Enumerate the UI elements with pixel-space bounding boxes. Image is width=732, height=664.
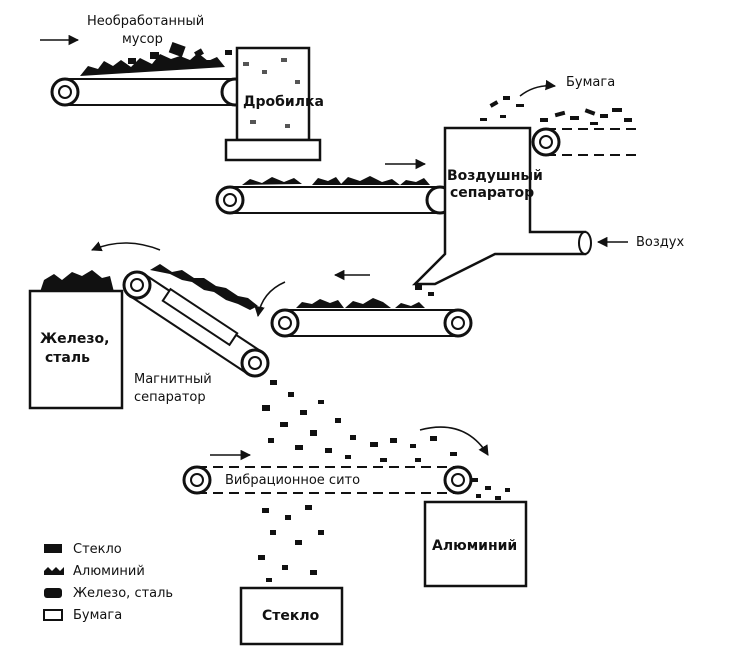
iron-steel-icon — [44, 588, 62, 598]
paper-conveyor — [531, 127, 640, 157]
legend-label: Стекло — [73, 542, 122, 557]
glass-bin — [239, 586, 344, 646]
air-separator — [411, 126, 592, 286]
legend-item: Бумага — [43, 608, 122, 623]
magnetic-separator-label-2: сепаратор — [134, 390, 206, 405]
magnetic-iron-pile — [150, 264, 258, 310]
paper-pile — [480, 96, 632, 125]
legend-item: Алюминий — [44, 564, 145, 579]
crusher — [224, 46, 322, 162]
air-separator-label-1: Воздушный — [447, 168, 543, 184]
aluminum-bin — [423, 500, 528, 588]
heavy-conveyor — [270, 308, 473, 338]
paper-icon — [43, 609, 63, 621]
vibrating-sieve-label: Вибрационное сито — [225, 473, 360, 488]
falling-particles — [262, 380, 457, 462]
iron-steel-bin — [28, 289, 124, 410]
air-separator-label-2: сепаратор — [450, 185, 534, 201]
aluminum-icon — [44, 567, 64, 575]
raw-waste-label-1: Необработанный — [87, 14, 204, 29]
crushed-conveyor — [215, 185, 455, 215]
paper-flow-arrow — [519, 79, 557, 97]
air-label: Воздух — [636, 235, 684, 250]
iron-bin-pile — [40, 270, 114, 292]
drop-arrow — [254, 281, 286, 318]
legend-item: Стекло — [44, 542, 122, 557]
glass-particles — [258, 505, 324, 582]
iron-bin-label-2: сталь — [45, 350, 90, 366]
input-conveyor — [50, 77, 250, 107]
glass-icon — [44, 544, 62, 553]
magnetic-separator — [122, 270, 270, 378]
legend-label: Бумага — [73, 608, 122, 623]
raw-waste-pile — [80, 41, 232, 76]
sieve-flow-arrow — [419, 426, 489, 456]
legend-label: Алюминий — [73, 564, 145, 579]
raw-waste-label-2: мусор — [122, 32, 163, 47]
magnetic-separator-label-1: Магнитный — [134, 372, 212, 387]
vibrating-sieve — [182, 465, 473, 495]
heavy-fraction-pile — [296, 285, 434, 308]
legend: Стекло Алюминий Железо, сталь Бумага — [43, 542, 173, 623]
crushed-waste-pile — [242, 176, 430, 185]
iron-bin-label-1: Железо, — [40, 331, 109, 347]
aluminum-bin-label: Алюминий — [432, 538, 517, 554]
aluminum-particles — [472, 478, 510, 500]
iron-flow-arrow — [91, 241, 161, 252]
glass-bin-label: Стекло — [262, 608, 320, 624]
legend-label: Железо, сталь — [73, 586, 173, 601]
paper-out-label: Бумага — [566, 75, 615, 90]
crusher-label: Дробилка — [243, 94, 324, 110]
legend-item: Железо, сталь — [44, 586, 173, 601]
